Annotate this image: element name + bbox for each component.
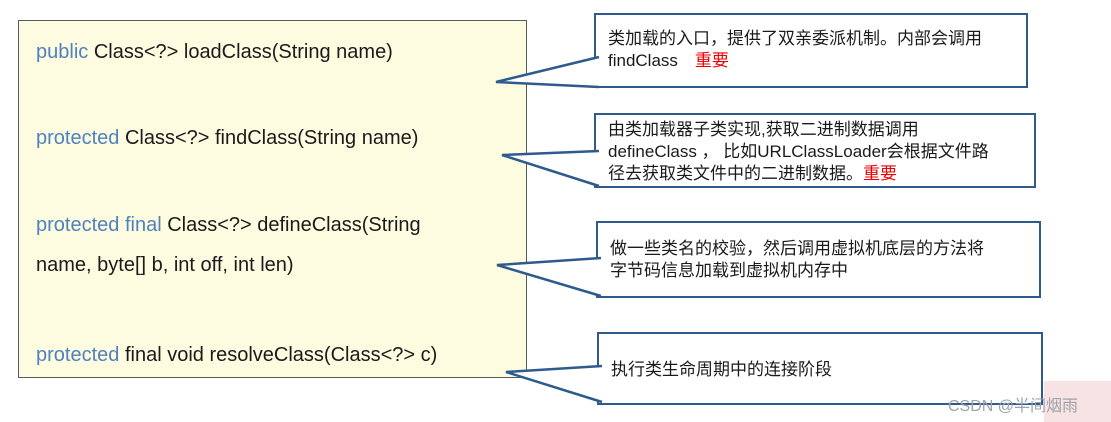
csdn-watermark: CSDN @半间烟雨 <box>948 398 1079 415</box>
callout-loadclass-body: 类加载的入口，提供了双亲委派机制。内部会调用 findClass <box>608 29 982 70</box>
callout-resolveclass: 执行类生命周期中的连接阶段 <box>597 332 1043 405</box>
keyword-protected-final: protected final <box>36 214 162 236</box>
callout-findclass-body: 由类加载器子类实现,获取二进制数据调用 defineClass ， 比如URLC… <box>608 120 989 183</box>
code-line-resolveclass: protected final void resolveClass(Class<… <box>36 343 437 367</box>
code-line-defineclass: protected final Class<?> defineClass(Str… <box>36 213 421 237</box>
callout-defineclass-text: 做一些类名的校验，然后调用虚拟机底层的方法将 字节码信息加载到虚拟机内存中 <box>598 223 1039 282</box>
keyword-protected: protected <box>36 127 120 149</box>
important-badge: 重要 <box>694 51 729 70</box>
keyword-protected2: protected <box>36 344 120 366</box>
callout-findclass: 由类加载器子类实现,获取二进制数据调用 defineClass ， 比如URLC… <box>594 113 1036 188</box>
signature-resolveclass: final void resolveClass(Class<?> c) <box>119 344 438 366</box>
signature-loadclass: Class<?> loadClass(String name) <box>88 41 393 63</box>
code-line-loadclass: public Class<?> loadClass(String name) <box>36 40 393 64</box>
important-badge: 重要 <box>863 164 897 183</box>
classloader-code-panel <box>18 20 527 378</box>
callout-loadclass-text: 类加载的入口，提供了双亲委派机制。内部会调用 findClass 重要 <box>596 15 1026 72</box>
callout-defineclass-body: 做一些类名的校验，然后调用虚拟机底层的方法将 字节码信息加载到虚拟机内存中 <box>610 239 984 280</box>
keyword-public: public <box>36 41 89 63</box>
watermark-background <box>1044 381 1111 422</box>
signature-defineclass: Class<?> defineClass(String <box>161 214 421 236</box>
callout-resolveclass-text: 执行类生命周期中的连接阶段 <box>599 334 1041 381</box>
callout-resolveclass-body: 执行类生命周期中的连接阶段 <box>611 360 832 379</box>
callout-findclass-text: 由类加载器子类实现,获取二进制数据调用 defineClass ， 比如URLC… <box>596 115 1034 185</box>
code-line-findclass: protected Class<?> findClass(String name… <box>36 126 418 150</box>
signature-defineclass-params: name, byte[] b, int off, int len) <box>36 254 294 276</box>
signature-findclass: Class<?> findClass(String name) <box>119 127 419 149</box>
callout-defineclass: 做一些类名的校验，然后调用虚拟机底层的方法将 字节码信息加载到虚拟机内存中 <box>596 221 1041 298</box>
callout-loadclass: 类加载的入口，提供了双亲委派机制。内部会调用 findClass 重要 <box>594 13 1028 88</box>
code-line-defineclass-params: name, byte[] b, int off, int len) <box>36 253 294 277</box>
